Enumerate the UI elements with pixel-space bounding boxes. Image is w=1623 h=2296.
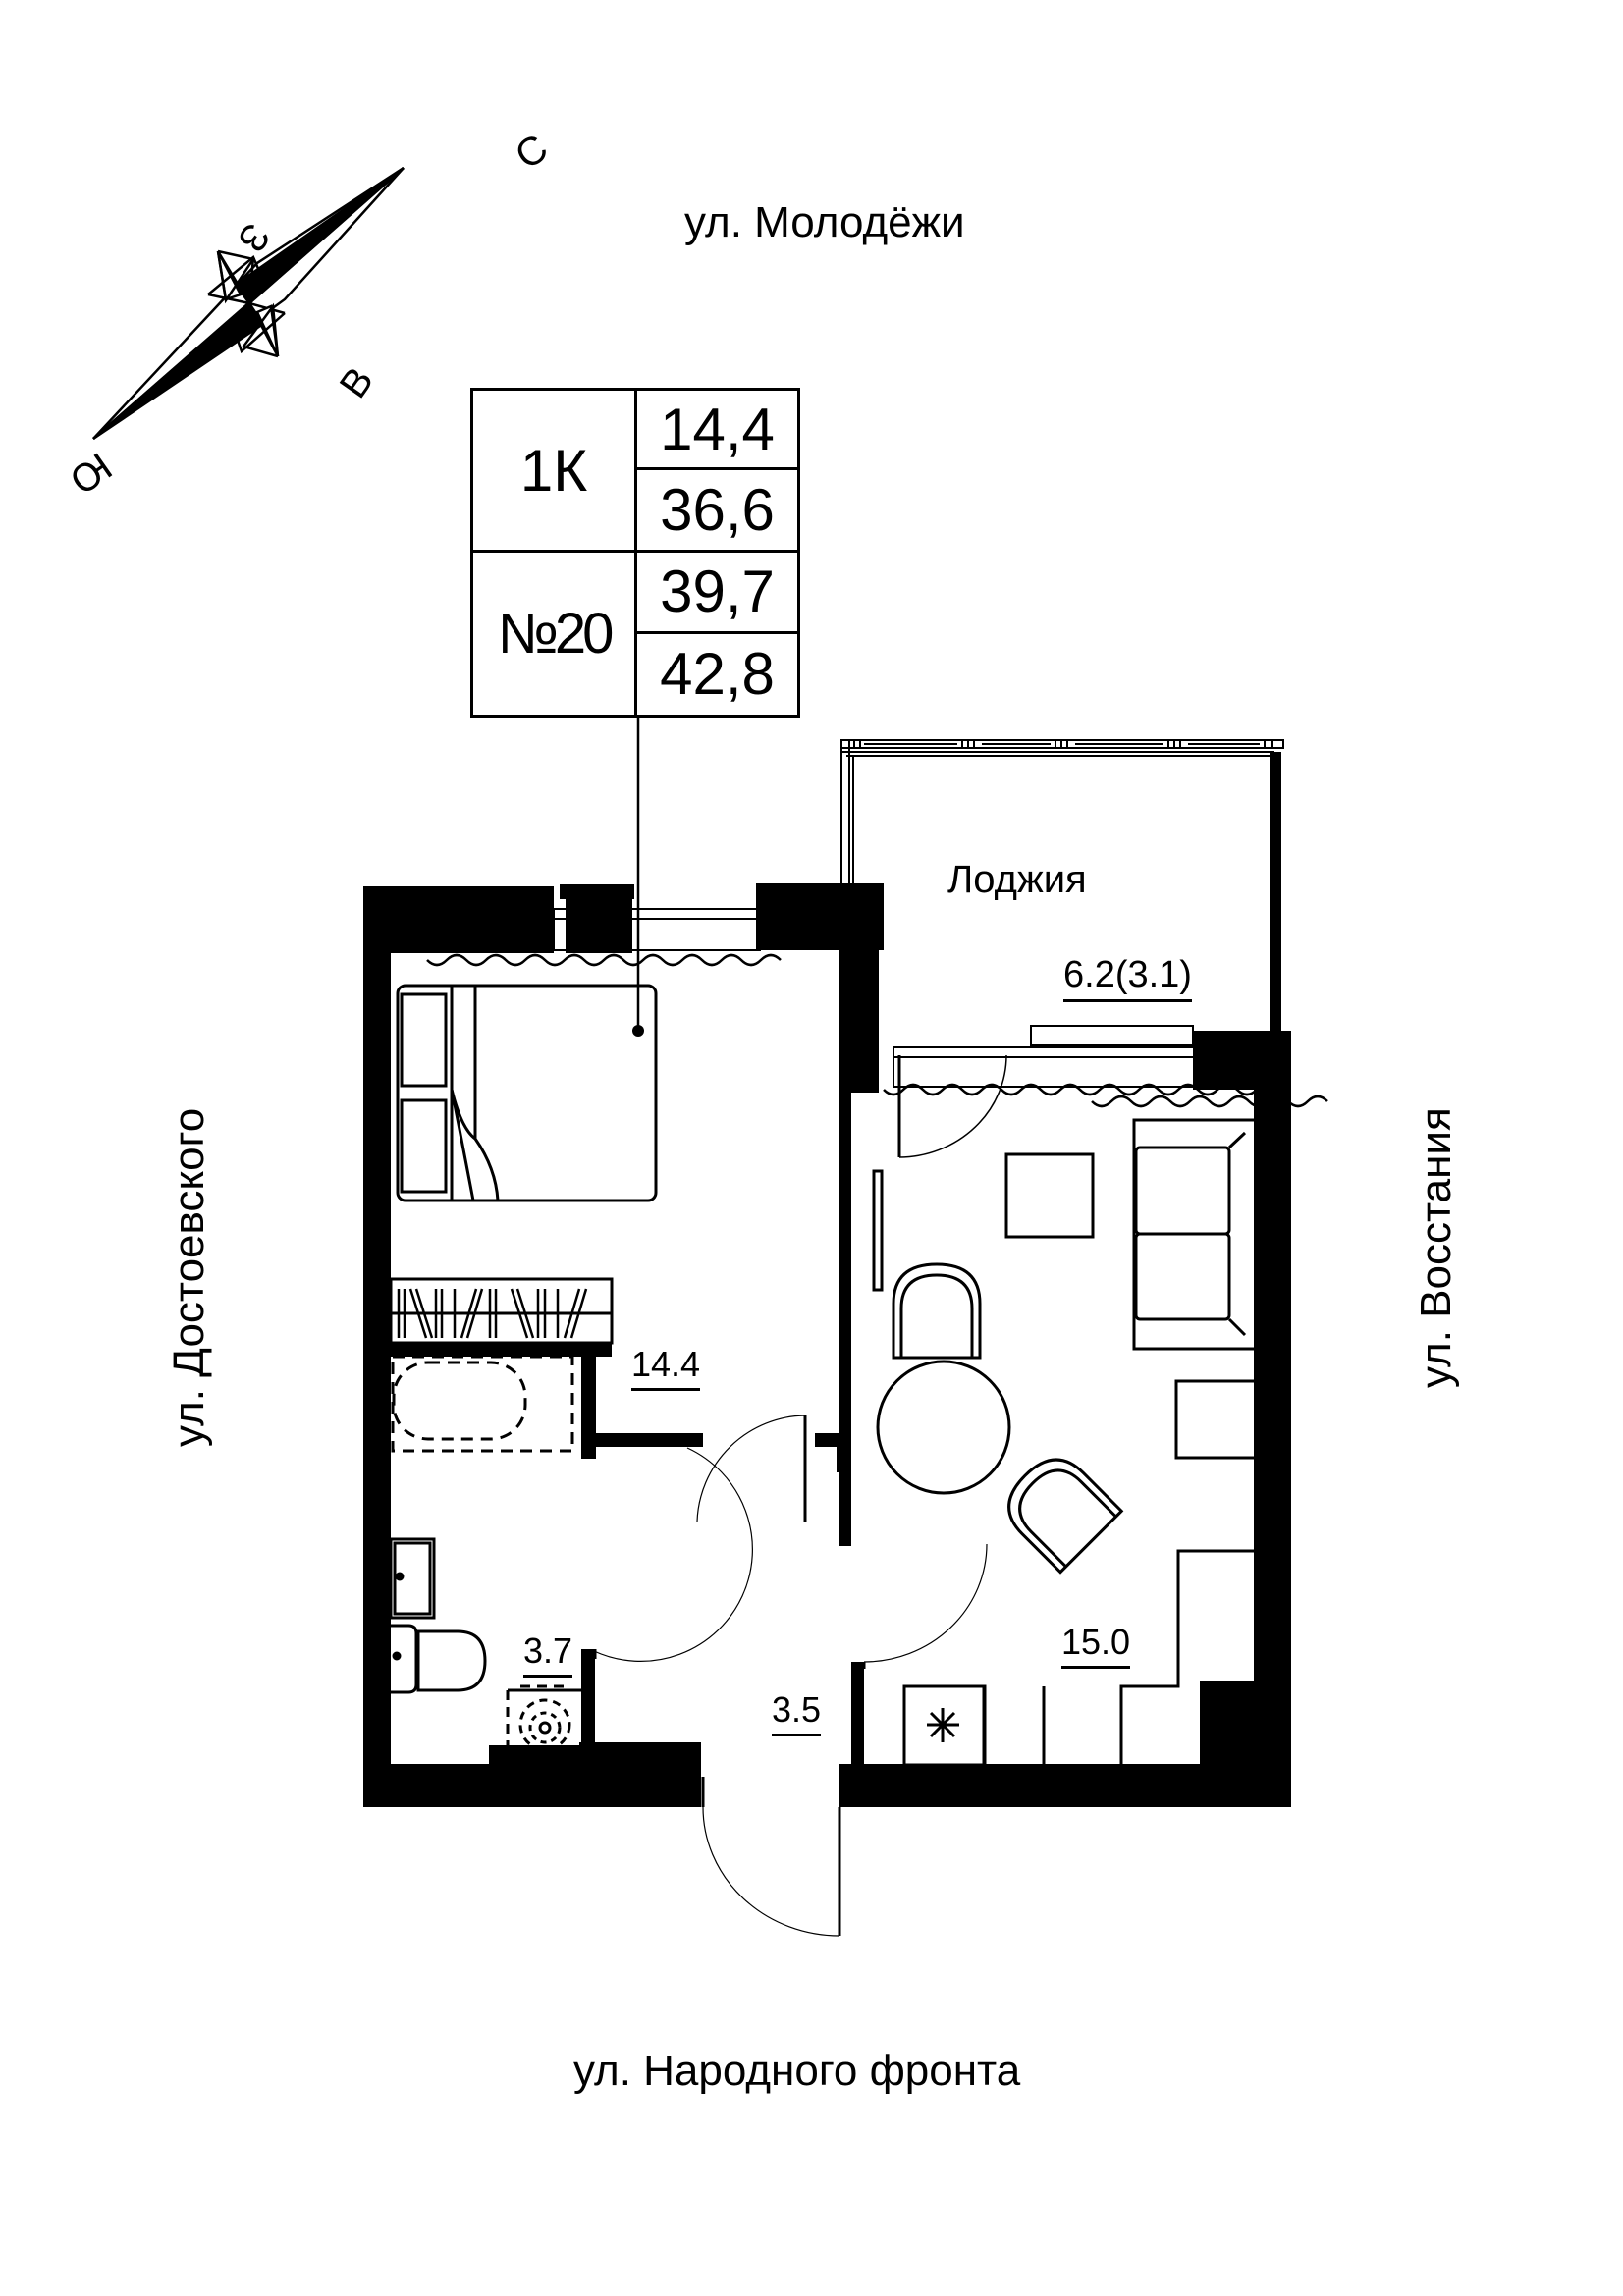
wardrobe-icon	[389, 1277, 614, 1345]
area-value-2: 36,6	[660, 477, 775, 543]
living-area-value: 14,4	[637, 391, 797, 470]
toilet-icon	[391, 1624, 487, 1694]
area-group-bottom: 39,7 42,8	[637, 553, 797, 715]
street-west: ул. Достоевского	[165, 1107, 213, 1447]
walls	[363, 883, 1291, 1807]
sink-icon	[389, 1537, 436, 1620]
street-east: ул. Восстания	[1412, 1107, 1460, 1388]
apartment-number: №20	[473, 553, 637, 715]
bathroom-area: 3.7	[523, 1633, 573, 1678]
street-north: ул. Молодёжи	[684, 198, 965, 246]
living-furniture	[872, 1118, 1264, 1767]
compass-rose-icon	[92, 166, 405, 441]
street-south: ул. Народного фронта	[573, 2047, 1021, 2095]
kitchen-living-area: 15.0	[1061, 1625, 1131, 1669]
bed-icon	[396, 984, 658, 1202]
apartment-type: 1К	[473, 391, 637, 553]
loggia-area: 6.2(3.1)	[1063, 956, 1192, 1002]
apartment-info-table: 1К 14,4 36,6 №20 39,7 42,8	[470, 388, 800, 718]
door-swings	[593, 1054, 1007, 1937]
total-area-value: 42,8	[660, 641, 775, 708]
hallway-area: 3.5	[772, 1692, 822, 1736]
stove-icon	[927, 1708, 959, 1742]
loggia-label: Лоджия	[947, 858, 1087, 901]
area-value-3: 39,7	[637, 553, 797, 634]
bedroom-area: 14.4	[631, 1347, 701, 1391]
area-group-top: 14,4 36,6	[637, 391, 797, 553]
washer-icon	[506, 1684, 581, 1764]
bathtub-icon	[391, 1355, 574, 1453]
